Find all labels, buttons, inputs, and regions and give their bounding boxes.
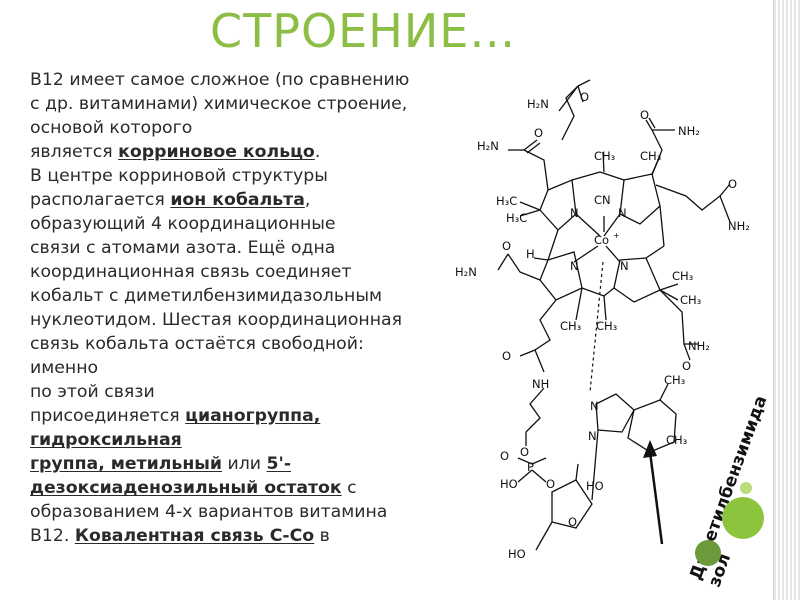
text-line: является корриновое кольцо. [30,140,530,164]
decorative-circle-medium [695,540,721,566]
atom-label-n: N [570,259,579,273]
methyl-term: группа, метильный [30,454,223,474]
atom-label-o: O [580,90,589,104]
atom-label-ch3: CH₃ [596,319,618,333]
text-fragment: с [341,478,357,498]
text-line: образующий 4 координационные [30,214,336,234]
atom-label-ch3: CH₃ [560,319,582,333]
text-fragment: в [314,526,330,546]
atom-label-nh2: NH₂ [678,124,700,138]
text-line: основой которого [30,118,193,138]
corrin-ring-term: корриновое кольцо [118,142,315,162]
decorative-circle-small [740,482,752,494]
slide-title: СТРОЕНИЕ… [210,4,517,58]
text-fragment: является [30,142,119,162]
atom-label-ch3: CH₃ [680,293,702,307]
cyano-group-term: цианогруппа, [185,406,321,426]
atom-label-o: O [640,108,649,122]
body-paragraph: В12 имеет самое сложное (по сравнению с … [30,68,530,548]
atom-label-n: N [618,206,627,220]
text-line: образованием 4-х вариантов витамина [30,502,388,522]
atom-label-co: Co [594,233,609,247]
text-line: присоединяется цианогруппа, [30,404,530,428]
decorative-circle-large [722,497,764,539]
atom-label-o: O [568,515,577,529]
deoxyadenosyl-term-start: 5'- [266,454,292,474]
atom-label-o: O [534,126,543,140]
text-line: с др. витаминами) химическое строение, [30,94,408,114]
atom-label-n: N [620,259,629,273]
hydroxyl-term: гидроксильная [30,430,182,450]
text-line: по этой связи [30,382,155,402]
arrow-shaft [648,451,664,545]
atom-label-ch3: CH₃ [666,433,688,447]
atom-label-cn: CN [594,193,611,207]
text-line: связь кобальта остаётся свободной: [30,334,364,354]
text-fragment: В12. [30,526,75,546]
right-decorative-stripes [773,0,800,600]
text-line: кобальт с диметилбензимидазольным [30,286,383,306]
atom-label-o: O [728,177,737,191]
cobalt-ion-term: ион кобальта [170,190,305,210]
atom-label-n: N [570,206,579,220]
text-fragment: располагается [30,190,171,210]
text-fragment: присоединяется [30,406,186,426]
text-line: связи с атомами азота. Ещё одна [30,238,336,258]
covalent-bond-term: Ковалентная связь С-Со [74,526,315,546]
atom-label-n: N [590,399,599,413]
text-line: гидроксильная [30,428,530,452]
atom-label-n: N [588,429,597,443]
atom-label-co-charge: + [613,231,620,240]
coordination-bond [589,261,604,393]
text-line: В12. Ковалентная связь С-Со в [30,524,530,548]
text-line: В12 имеет самое сложное (по сравнению [30,70,410,90]
deoxyadenosyl-term: дезоксиаденозильный остаток [30,478,342,498]
atom-label-ch3: CH₃ [594,149,616,163]
atom-label-h2n: H₂N [527,97,549,111]
arrow-head [643,440,657,458]
text-line: нуклеотидом. Шестая координационная [30,310,402,330]
atom-label-o: O [682,359,691,373]
text-line: дезоксиаденозильный остаток с [30,476,530,500]
atom-label-ho: HO [586,479,604,493]
atom-label-o: O [546,477,555,491]
text-line: группа, метильный или 5'- [30,452,530,476]
atom-label-nh: NH [532,377,549,391]
text-fragment: или [222,454,267,474]
text-line: именно [30,358,99,378]
text-line: располагается ион кобальта, [30,188,530,212]
text-line: В центре корриновой структуры [30,166,328,186]
text-fragment: , [304,190,311,210]
bond-lines [497,79,731,551]
atom-label-nh2: NH₂ [728,219,750,233]
text-fragment: . [314,142,321,162]
atom-label-ch3: CH₃ [672,269,694,283]
atom-label-ch3: CH₃ [664,373,686,387]
atom-label-ho: HO [508,547,526,561]
atom-label-ch3: CH₃ [640,149,662,163]
atom-label-nh2: NH₂ [688,339,710,353]
text-line: координационная связь соединяет [30,262,352,282]
